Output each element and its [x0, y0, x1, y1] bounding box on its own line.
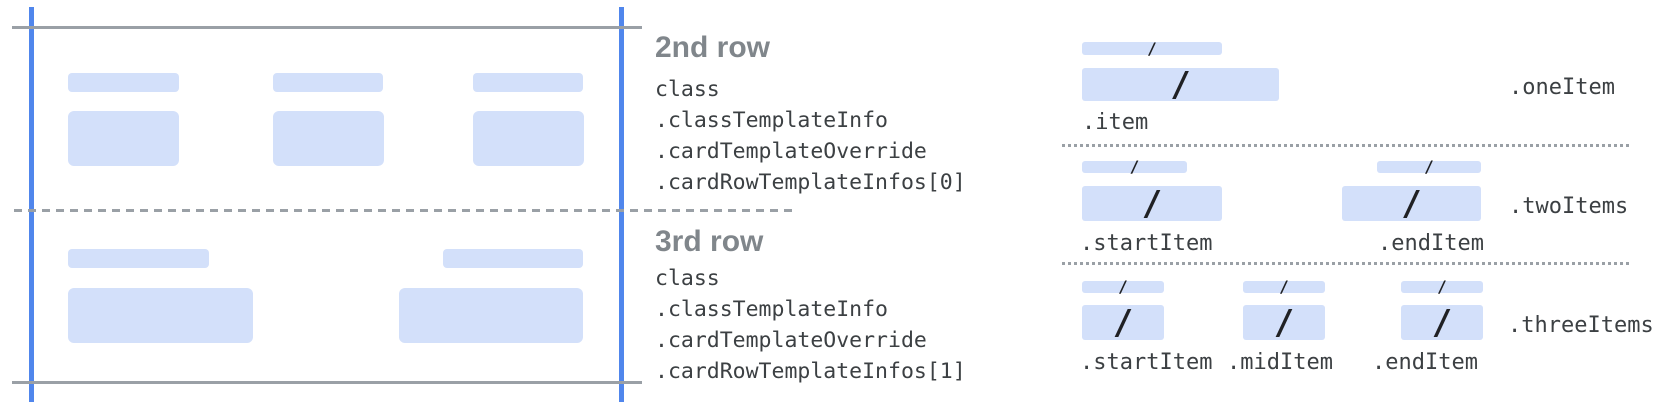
row2-col3-content-placeholder	[473, 111, 584, 166]
row3-heading: 3rd row	[655, 225, 764, 258]
slash-placeholder: /	[1401, 183, 1422, 224]
slash-placeholder: /	[1129, 157, 1140, 176]
slash-placeholder: /	[1118, 277, 1128, 296]
end-item-field-label: .endItem	[1372, 350, 1478, 375]
item-title-bar: /	[1377, 157, 1481, 176]
code-line: class	[655, 266, 720, 291]
end-item-field-label: .endItem	[1378, 231, 1484, 256]
code-line: .cardRowTemplateInfos[1]	[655, 359, 966, 384]
row2-class-path-code: class .classTemplateInfo .cardTemplateOv…	[655, 74, 966, 198]
item-title-bar: /	[1401, 277, 1483, 296]
code-line: .classTemplateInfo	[655, 297, 888, 322]
row2-col3-label-placeholder	[473, 73, 583, 92]
row2-col2-content-placeholder	[273, 111, 384, 166]
item-title-bar: /	[1243, 277, 1325, 296]
mid-item-field-label: .midItem	[1227, 350, 1333, 375]
code-line: .cardTemplateOverride	[655, 328, 927, 353]
item-value-bar: /	[1342, 186, 1481, 221]
start-item-field-label: .startItem	[1080, 231, 1213, 256]
code-line: class	[655, 77, 720, 102]
two-items-template-label: .twoItems	[1509, 194, 1629, 219]
slash-placeholder: /	[1424, 157, 1434, 176]
code-line: .cardRowTemplateInfos[0]	[655, 170, 966, 195]
row3-col1-content-placeholder	[68, 288, 253, 343]
code-line: .cardTemplateOverride	[655, 139, 927, 164]
row3-col2-content-placeholder	[399, 288, 583, 343]
row2-col2-label-placeholder	[273, 73, 383, 92]
slash-placeholder: /	[1170, 64, 1191, 105]
item-value-bar: /	[1082, 186, 1222, 221]
row3-col2-label-placeholder	[443, 249, 583, 268]
card-right-guide-line	[619, 7, 624, 402]
card-bottom-guide-line	[12, 381, 642, 384]
slash-placeholder: /	[1112, 302, 1134, 343]
slash-placeholder: /	[1273, 302, 1295, 343]
item-title-bar: /	[1082, 277, 1164, 296]
row2-col1-content-placeholder	[68, 111, 179, 166]
template-section-divider	[1062, 144, 1630, 147]
item-title-bar: /	[1082, 157, 1187, 176]
row-divider-dashed-line	[14, 209, 797, 212]
slash-placeholder: /	[1147, 38, 1157, 58]
card-left-guide-line	[29, 7, 34, 402]
row2-heading: 2nd row	[655, 31, 771, 64]
item-field-label: .item	[1082, 110, 1149, 135]
slash-placeholder: /	[1141, 183, 1163, 224]
three-items-template-label: .threeItems	[1508, 313, 1654, 338]
row3-col1-label-placeholder	[68, 249, 209, 268]
code-line: .classTemplateInfo	[655, 108, 888, 133]
item-value-bar: /	[1401, 305, 1483, 340]
item-title-bar: /	[1082, 38, 1222, 58]
template-section-divider	[1062, 262, 1630, 265]
card-top-guide-line	[12, 26, 642, 29]
slash-placeholder: /	[1437, 277, 1447, 296]
slash-placeholder: /	[1279, 277, 1289, 296]
item-value-bar: /	[1082, 305, 1164, 340]
row3-class-path-code: class .classTemplateInfo .cardTemplateOv…	[655, 263, 966, 387]
slash-placeholder: /	[1431, 302, 1453, 343]
item-value-bar: /	[1243, 305, 1325, 340]
item-value-bar: /	[1082, 64, 1279, 105]
start-item-field-label: .startItem	[1080, 350, 1213, 375]
row2-col1-label-placeholder	[68, 73, 179, 92]
one-item-template-label: .oneItem	[1509, 75, 1615, 100]
